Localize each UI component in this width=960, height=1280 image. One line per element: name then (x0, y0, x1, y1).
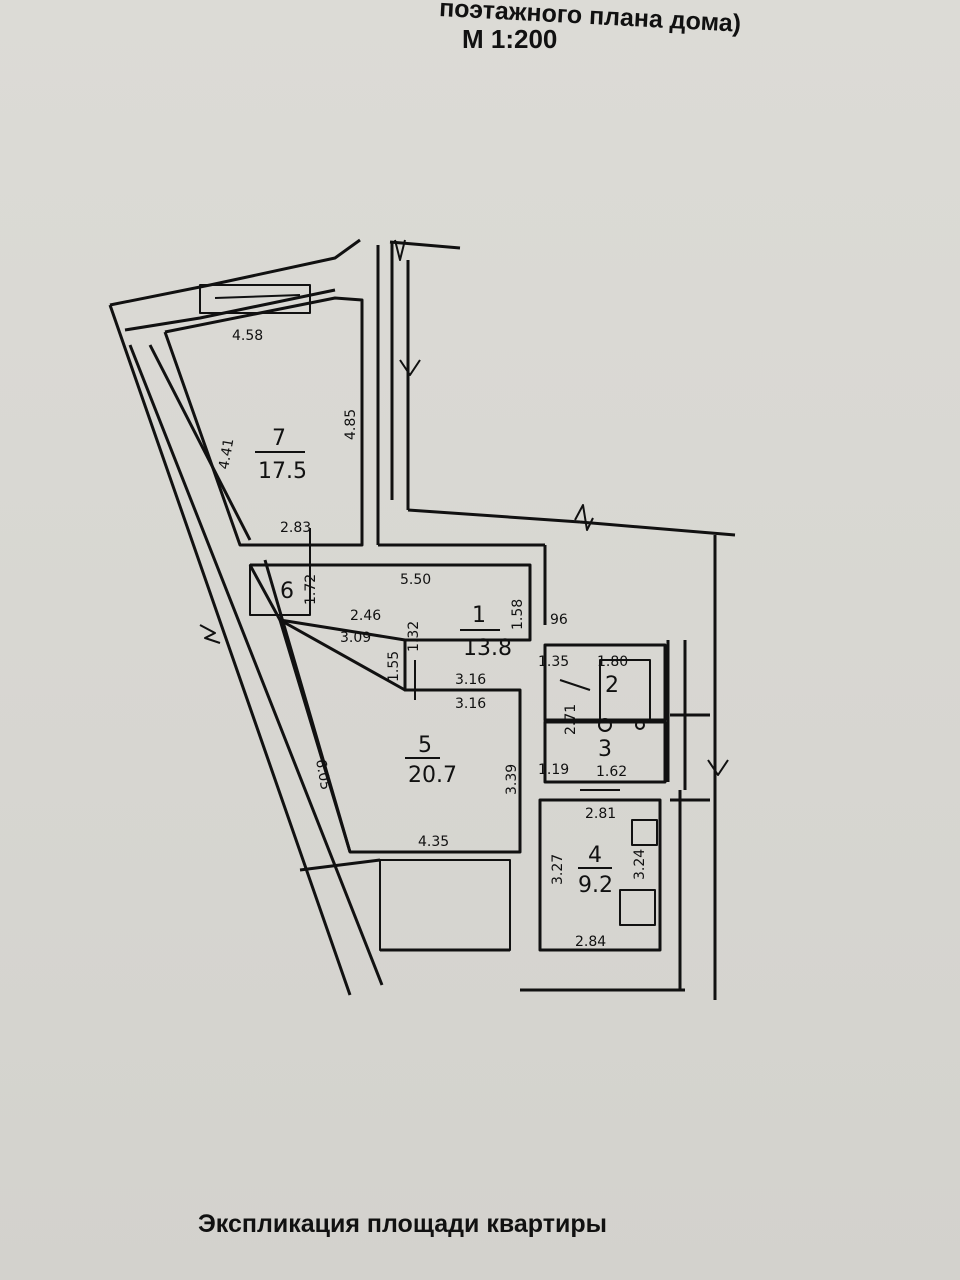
balcony (379, 859, 511, 951)
dimension: 5.50 (400, 572, 431, 588)
dimension: 2.71 (563, 704, 579, 735)
dimension: 2.83 (280, 520, 311, 536)
dimension: 1.72 (303, 574, 319, 605)
dimension: 4.58 (232, 328, 263, 344)
bathtub (599, 659, 651, 721)
room-area: 13.8 (463, 636, 512, 661)
dimension: 3.27 (550, 854, 566, 885)
room-number: 5 (418, 733, 432, 758)
room-7-walls (163, 296, 364, 547)
wall-north-corridor (389, 240, 461, 250)
wall-corridor-south (407, 508, 581, 524)
dimension: 1.80 (597, 654, 628, 670)
dimension: 4.35 (418, 834, 449, 850)
dimension: 1.58 (510, 599, 526, 630)
dimension: 3.16 (455, 696, 486, 712)
dimension: 3.24 (632, 849, 648, 880)
wall-west-diagonal-2 (128, 344, 384, 986)
dimension: 96 (550, 612, 568, 628)
room-number: 7 (272, 426, 286, 451)
room-3-wc (543, 720, 667, 784)
wall-west-diagonal-1 (108, 304, 352, 996)
dimension: 3.09 (340, 630, 371, 646)
dimension: 1.35 (538, 654, 569, 670)
dimension: 2.81 (585, 806, 616, 822)
room-number: 3 (598, 737, 612, 762)
wall-west-diagonal-3 (148, 344, 252, 541)
dimension: 1.19 (538, 762, 569, 778)
dimension: 4.41 (216, 437, 237, 470)
dimension: 6.05 (312, 758, 333, 791)
room-number: 4 (588, 843, 602, 868)
dimension: 1.32 (406, 621, 422, 652)
room-area: 20.7 (408, 763, 457, 788)
dimension: 2.84 (575, 934, 606, 950)
room-number: 1 (472, 603, 486, 628)
room-area: 9.2 (578, 873, 613, 898)
stove (619, 889, 656, 926)
room-area: 17.5 (258, 459, 307, 484)
dimension: 2.46 (350, 608, 381, 624)
wall-west-outer-2 (124, 288, 336, 332)
wall-west-outer (109, 238, 361, 307)
room-number: 2 (605, 673, 619, 698)
dimension: 4.85 (343, 409, 359, 440)
dimension: 1.55 (386, 651, 402, 682)
explication-title: Экспликация площади квартиры (198, 1210, 607, 1238)
room-number: 6 (280, 579, 294, 604)
dimension: 1.62 (596, 764, 627, 780)
sink (631, 819, 658, 846)
dimension: 3.16 (455, 672, 486, 688)
window-room-7 (199, 284, 311, 314)
room-6-closet (249, 564, 311, 616)
scale-label: М 1:200 (462, 24, 558, 54)
dimension: 3.39 (504, 764, 520, 795)
room-4-kitchen (538, 798, 662, 952)
